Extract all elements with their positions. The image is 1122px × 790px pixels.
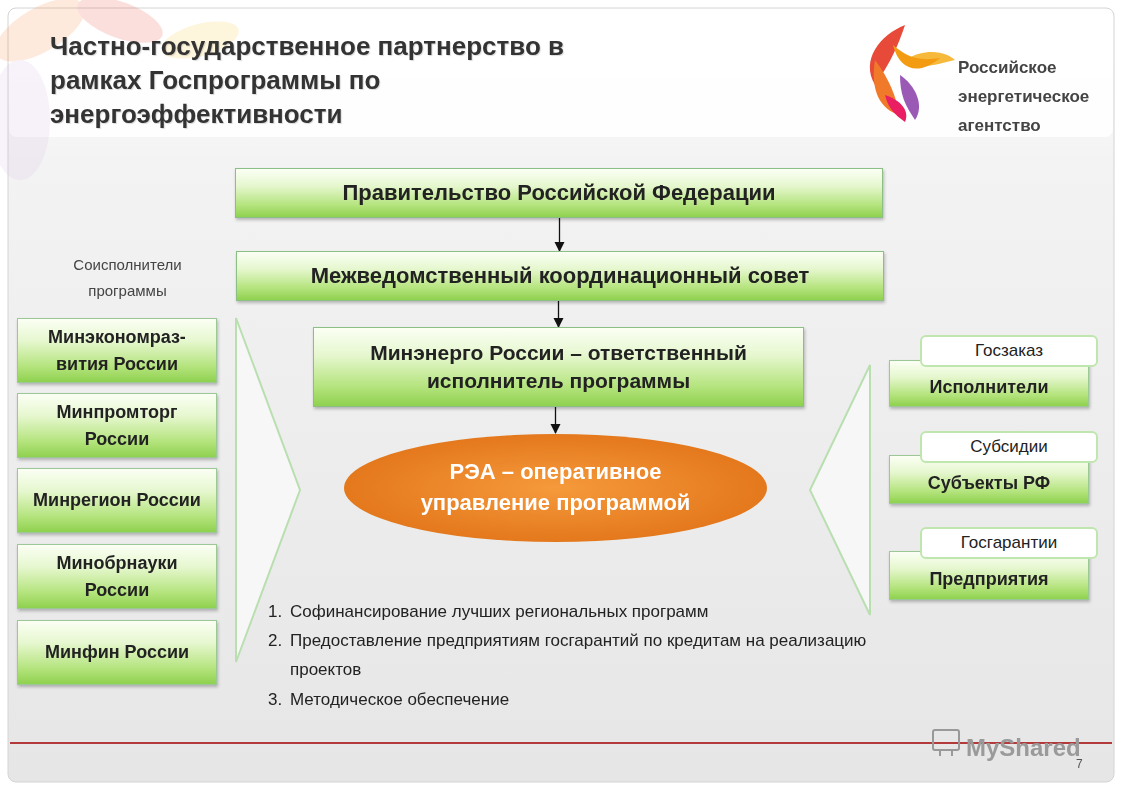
- list-number: 1.: [268, 598, 292, 627]
- watermark: MyShared: [966, 728, 1106, 769]
- operator-ellipse: РЭА – оперативное управление программой: [343, 433, 768, 543]
- node-text: Госзаказ: [975, 341, 1043, 361]
- list-number: 2.: [268, 627, 292, 656]
- page-number: 7: [1076, 754, 1106, 774]
- node-text: Минэнерго России – ответственный исполни…: [328, 339, 789, 396]
- ellipse-fill: [344, 434, 767, 542]
- instrument-tag: Госзаказ: [920, 335, 1098, 367]
- footer-rule: [10, 742, 1112, 744]
- coexecutor-box: Минэкономраз- вития России: [17, 318, 217, 383]
- watermark-icon: [933, 730, 959, 756]
- logo-mark: [870, 25, 955, 122]
- list-number: 3.: [268, 686, 292, 715]
- node-text: Минпромторг России: [26, 399, 208, 451]
- node-text: Госгарантии: [961, 533, 1057, 553]
- node-text: РЭА – оперативное управление программой: [383, 457, 728, 519]
- node-text: Межведомственный координационный совет: [311, 261, 810, 291]
- node-text: Минфин России: [45, 639, 189, 665]
- coexecutor-box: Минобрнауки России: [17, 544, 217, 609]
- list-item: Методическое обеспечение: [290, 686, 890, 715]
- list-item: Софинансирование лучших региональных про…: [290, 598, 890, 627]
- ministry-box: Минэнерго России – ответственный исполни…: [313, 327, 804, 407]
- slide-title: Частно-государственное партнерство в рам…: [50, 30, 610, 131]
- coexecutor-box: Минфин России: [17, 620, 217, 685]
- coexecutor-box: Минпромторг России: [17, 393, 217, 458]
- flow-arrow: [558, 301, 559, 327]
- ellipse-shape: [343, 433, 768, 543]
- list-item: Предоставление предприятиям госгарантий …: [290, 627, 885, 685]
- instrument-tag: Госгарантии: [920, 527, 1098, 559]
- council-box: Межведомственный координационный совет: [236, 251, 884, 301]
- node-text: Субъекты РФ: [928, 470, 1050, 496]
- recipient-box: Исполнители: [889, 360, 1089, 407]
- flow-arrow: [555, 407, 556, 433]
- logo-text: Российское энергетическое агентство: [958, 54, 1108, 141]
- node-text: Исполнители: [929, 374, 1048, 400]
- slide-panel: [8, 8, 1114, 782]
- group-label: Соисполнители программы: [40, 252, 215, 303]
- instrument-tag: Субсидии: [920, 431, 1098, 463]
- flow-arrow: [559, 218, 560, 251]
- header-panel: [9, 9, 1113, 137]
- node-text: Минобрнауки России: [26, 550, 208, 602]
- coexecutor-box: Минрегион России: [17, 468, 217, 533]
- node-text: Минэкономраз- вития России: [26, 324, 208, 376]
- node-text: Субсидии: [970, 437, 1047, 457]
- top-box: Правительство Российской Федерации: [235, 168, 883, 218]
- node-text: Правительство Российской Федерации: [342, 178, 775, 208]
- node-text: Минрегион России: [33, 487, 201, 513]
- node-text: Предприятия: [929, 566, 1048, 592]
- right-chevron: [810, 365, 870, 615]
